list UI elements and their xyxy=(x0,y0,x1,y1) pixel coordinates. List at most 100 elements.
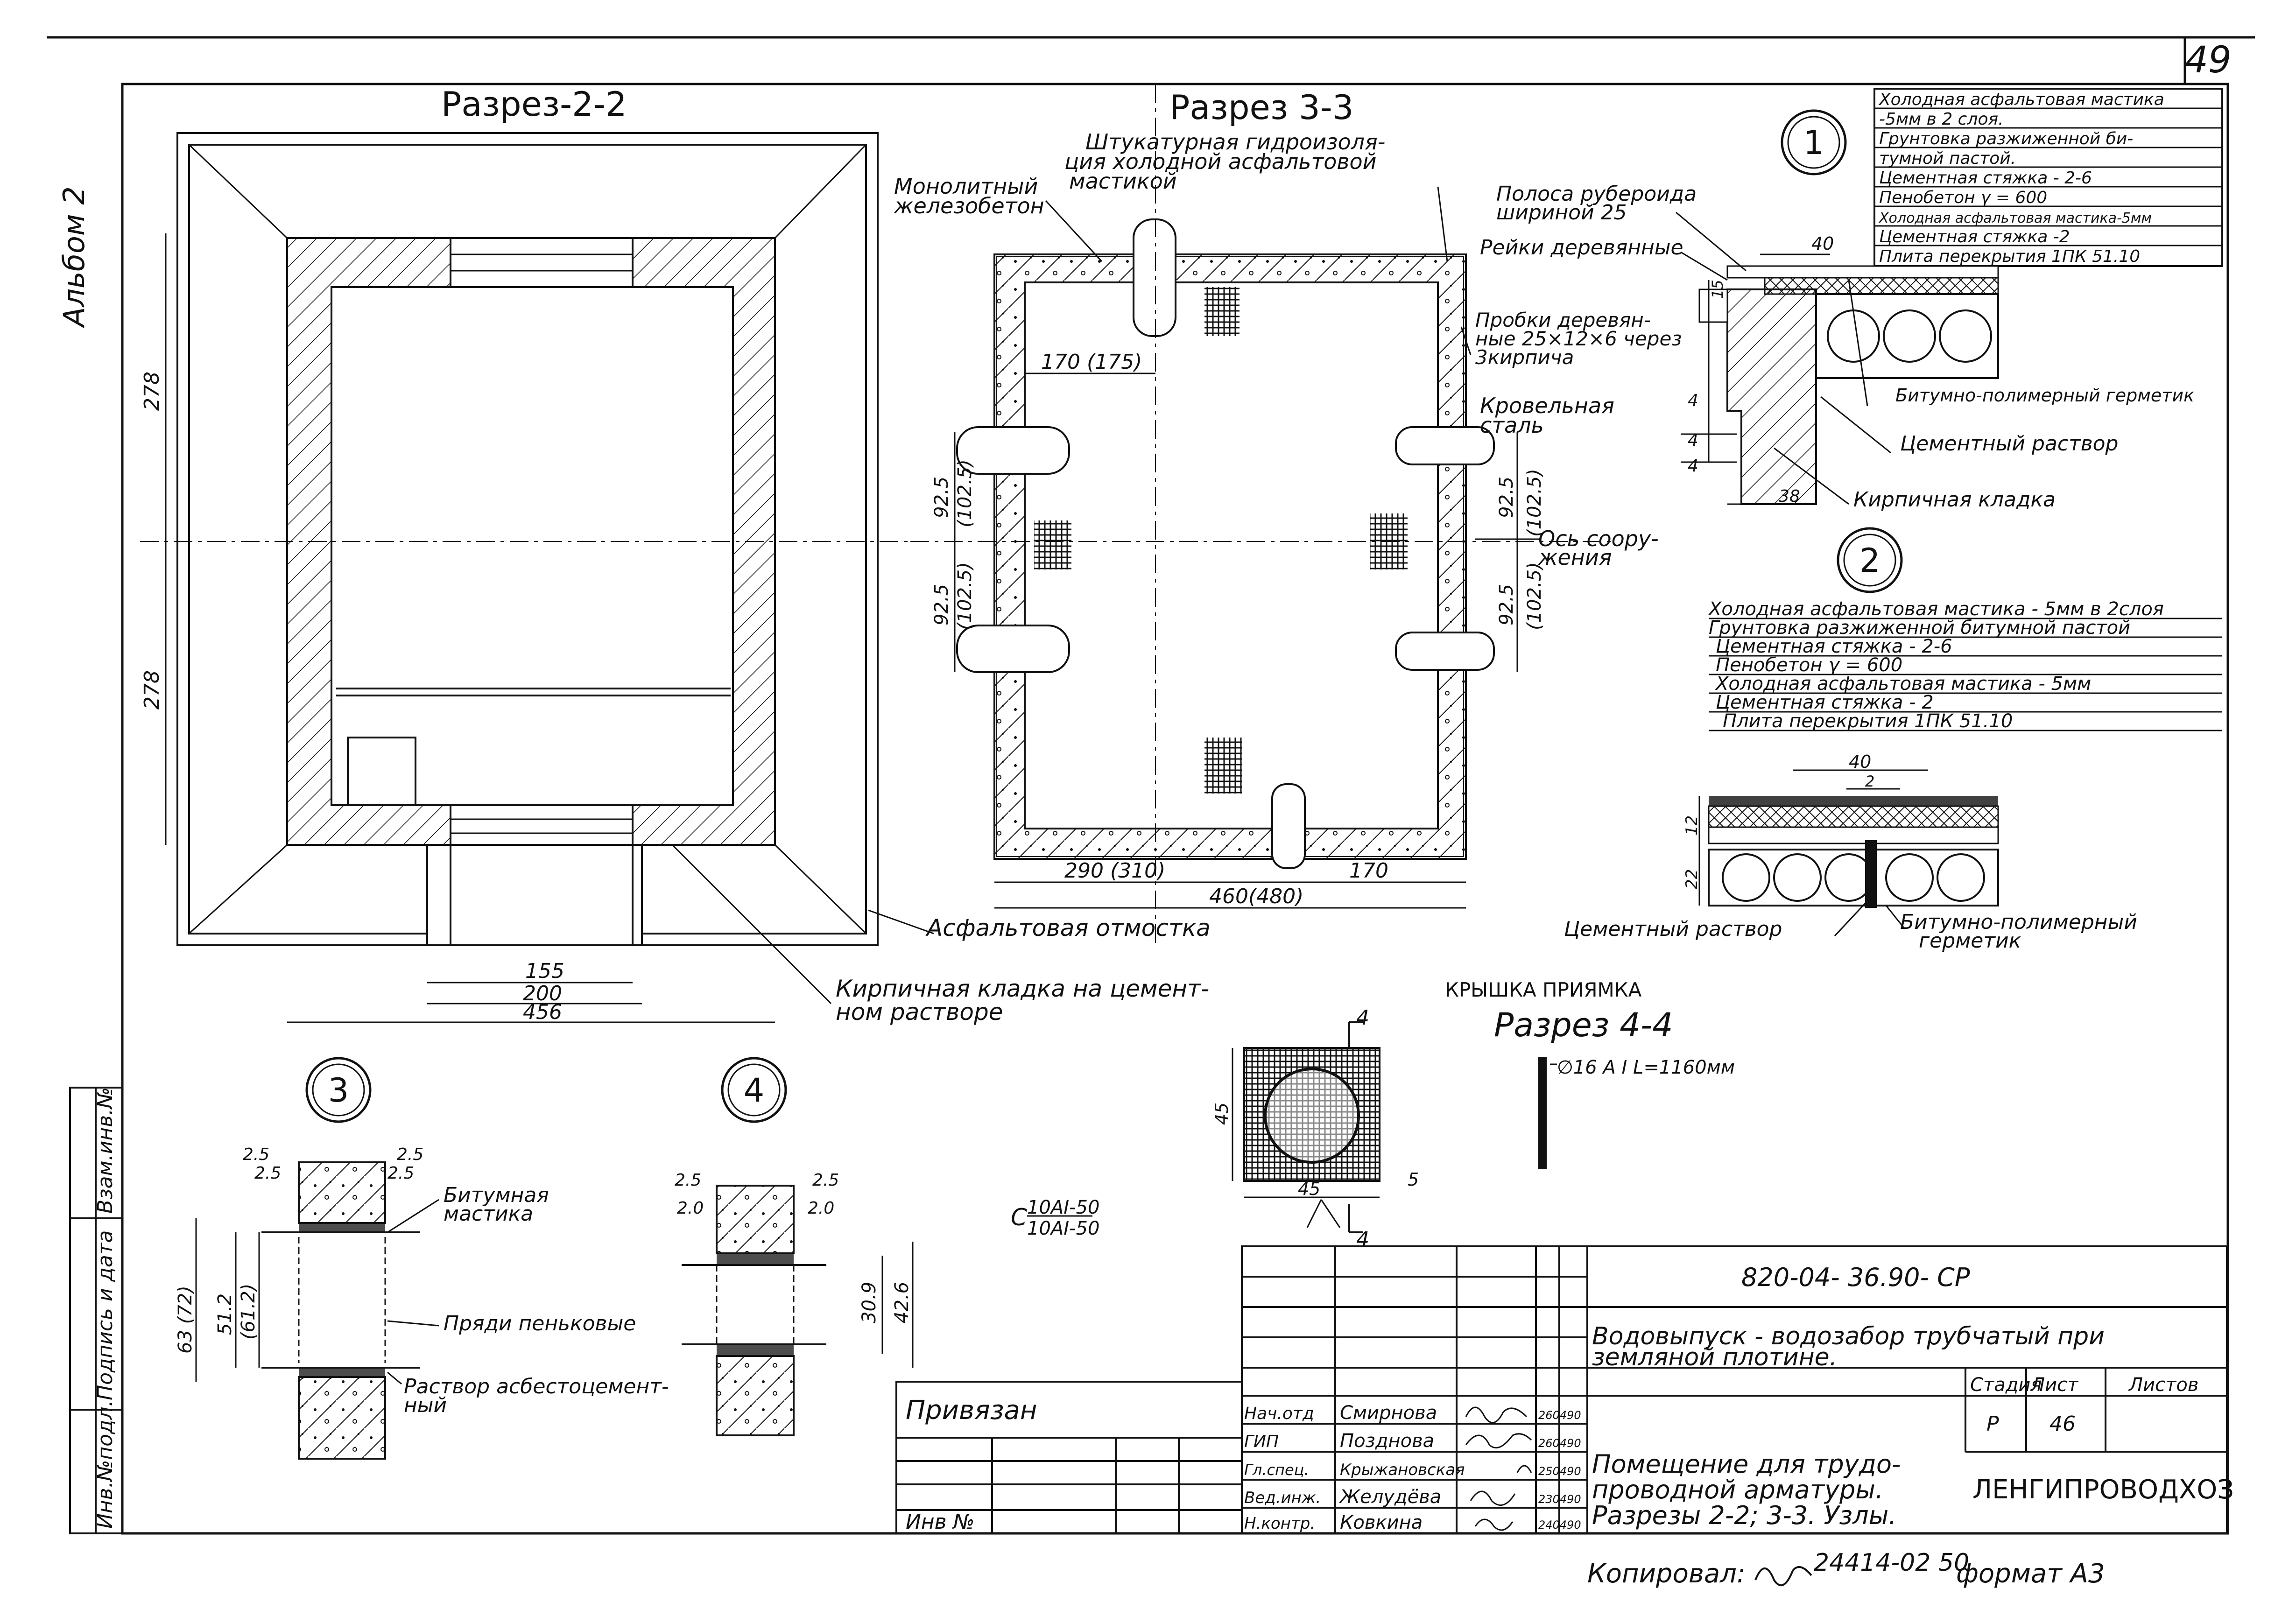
node1-layer-9: Плита перекрытия 1ПК 51.10 xyxy=(1879,247,2140,266)
label-probki-2: ные 25×12×6 через xyxy=(1475,327,1682,350)
node1-dim-38: 38 xyxy=(1779,487,1800,506)
node2-layer-2: Грунтовка разжиженной битумной пастой xyxy=(1709,617,2130,639)
pipe-bottom xyxy=(1271,783,1306,869)
node3-dim-2-5-a: 2.5 xyxy=(243,1145,269,1164)
label-os-1: Ось соору- xyxy=(1538,526,1659,551)
stamp-stage: Р xyxy=(1986,1412,1999,1436)
dim-290-310: 290 (310) xyxy=(1064,859,1165,883)
dim-200: 200 xyxy=(523,982,562,1005)
node4-num: 4 xyxy=(744,1071,765,1110)
stamp-date-4: 230490 xyxy=(1538,1493,1581,1506)
stamp-role-2: ГИП xyxy=(1244,1432,1279,1451)
label-kladka-2: ном растворе xyxy=(836,998,1003,1026)
stamp-name-2: Позднова xyxy=(1340,1430,1434,1452)
node1-kladka: Кирпичная кладка xyxy=(1853,488,2056,512)
node2-dim-40: 40 xyxy=(1849,752,1871,772)
node1-reiki: Рейки деревянные xyxy=(1480,236,1683,260)
dim-92-5-r2: 92.5 xyxy=(1496,584,1517,625)
kryshka-mesh-2: 10АI-50 xyxy=(1027,1218,1099,1239)
stamp-date-1: 260490 xyxy=(1538,1409,1581,1422)
kryshka-rebar: ∅16 А I L=1160мм xyxy=(1557,1057,1735,1078)
node3-mastika-1: Битумная xyxy=(444,1183,549,1207)
left-col-podpis: Подпись и дата xyxy=(93,1230,117,1400)
kryshka-title: КРЫШКА ПРИЯМКА xyxy=(1445,978,1642,1001)
label-probki-3: 3кирпича xyxy=(1475,346,1574,369)
dim-92-5-l2: 92.5 xyxy=(931,584,952,625)
node2-germetik-2: герметик xyxy=(1919,929,2021,953)
dim-102-5-l2: (102.5) xyxy=(954,562,976,630)
dim-460-480: 460(480) xyxy=(1209,885,1303,908)
label-krovel-1: Кровельная xyxy=(1480,393,1614,418)
stamp-sheet-h: Лист xyxy=(2030,1374,2079,1396)
node-2: 2 xyxy=(1698,527,2222,937)
stamp-name-3: Крыжановская xyxy=(1340,1461,1465,1479)
node3-pryadi: Пряди пеньковые xyxy=(444,1312,636,1335)
kryshka-section-title: Разрез 4-4 xyxy=(1494,1006,1673,1044)
dim-92-5-r1: 92.5 xyxy=(1496,477,1517,518)
dim-170: 170 xyxy=(1349,859,1388,883)
kryshka-cut-bottom: 4 xyxy=(1356,1228,1369,1251)
node1-layer-6: Пенобетон γ = 600 xyxy=(1879,188,2047,207)
kryshka-dim-45b: 45 xyxy=(1298,1179,1320,1199)
stamp-sheets-h: Листов xyxy=(2128,1374,2198,1396)
kryshka-dim-5: 5 xyxy=(1408,1169,1419,1190)
node1-layer-4: тумной пастой. xyxy=(1879,149,2016,168)
stamp-role-4: Вед.инж. xyxy=(1244,1489,1321,1507)
pipe-right-lower xyxy=(1395,632,1495,671)
node1-dim-40: 40 xyxy=(1811,233,1834,254)
node1-layer-5: Цементная стяжка - 2-6 xyxy=(1879,169,2092,188)
section33-title: Разрез 3-3 xyxy=(1169,88,1354,127)
stamp-privyazan: Привязан xyxy=(906,1395,1037,1426)
node3-dim-2-5-d: 2.5 xyxy=(387,1164,414,1183)
node1-layer-2: -5мм в 2 слоя. xyxy=(1879,110,2004,129)
section-2-2: Разрез-2-2 278 278 155 200 456 xyxy=(140,84,934,1024)
mesh-patch-top xyxy=(1204,287,1240,336)
node2-layer-4: Пенобетон γ = 600 xyxy=(1716,654,1902,676)
node1-polosa-2: шириной 25 xyxy=(1496,201,1627,225)
node4-dim-2-5-b: 2.5 xyxy=(812,1171,839,1190)
node1-rastvor: Цементный раствор xyxy=(1900,432,2118,456)
mesh-patch-bottom xyxy=(1204,738,1242,794)
node4-dim-42-6: 42.6 xyxy=(891,1282,913,1323)
dim-102-5-r1: (102.5) xyxy=(1524,469,1545,537)
node3-num: 3 xyxy=(328,1071,349,1110)
stamp-project-2: земляной плотине. xyxy=(1592,1343,1837,1371)
label-krovel-2: сталь xyxy=(1480,413,1544,438)
stamp-date-2: 260490 xyxy=(1538,1437,1581,1450)
kryshka-cut-top: 4 xyxy=(1356,1006,1369,1030)
node2-num: 2 xyxy=(1859,541,1880,580)
label-monolit-1: Монолитный xyxy=(894,174,1038,199)
stamp-stage-h: Стадия xyxy=(1970,1374,2042,1396)
stamp-name-1: Смирнова xyxy=(1340,1402,1437,1424)
node4-dim-2-0-a: 2.0 xyxy=(677,1199,704,1218)
album-label: Альбом 2 xyxy=(57,186,91,329)
node3-dim-61: (61.2) xyxy=(238,1284,259,1340)
node-3: 3 xyxy=(195,1057,439,1460)
dim-92-5-l1: 92.5 xyxy=(931,477,952,518)
node2-layer-1: Холодная асфальтовая мастика - 5мм в 2сл… xyxy=(1708,598,2164,620)
left-col-inv: Инв.№подл. xyxy=(93,1400,117,1529)
node1-layer-7: Холодная асфальтовая мастика-5мм xyxy=(1878,210,2152,226)
section-3-3: Разрез 3-3 170 (175) 290 (310) 170 460(4… xyxy=(910,84,1615,943)
node3-rastvor-2: ный xyxy=(404,1393,447,1417)
node1-num: 1 xyxy=(1803,124,1824,162)
node1-polosa-1: Полоса рубероида xyxy=(1496,182,1697,206)
dim-155: 155 xyxy=(525,959,564,983)
stamp-project-1: Водовыпуск - водозабор трубчатый при xyxy=(1592,1322,2105,1350)
stamp-role-1: Нач.отд xyxy=(1244,1404,1314,1423)
footer-format: формат А3 xyxy=(1956,1559,2105,1589)
stamp-date-5: 240490 xyxy=(1538,1518,1581,1532)
label-kladka-1: Кирпичная кладка на цемент- xyxy=(836,975,1209,1002)
stamp-name-4: Желудёва xyxy=(1338,1486,1441,1508)
node2-layer-6: Цементная стяжка - 2 xyxy=(1716,692,1934,713)
label-shtuk-3: мастикой xyxy=(1069,169,1177,194)
node3-dim-51: 51.2 xyxy=(214,1293,236,1335)
kryshka-dim-45: 45 xyxy=(1211,1103,1232,1125)
dim-102-5-l1: (102.5) xyxy=(954,459,976,527)
pipe-right-upper xyxy=(1395,426,1495,465)
node3-dim-2-5-c: 2.5 xyxy=(397,1145,423,1164)
dim-102-5-r2: (102.5) xyxy=(1524,562,1545,630)
node1-layers xyxy=(1874,107,2222,246)
kryshka-mesh-1: 10АI-50 xyxy=(1027,1197,1099,1218)
